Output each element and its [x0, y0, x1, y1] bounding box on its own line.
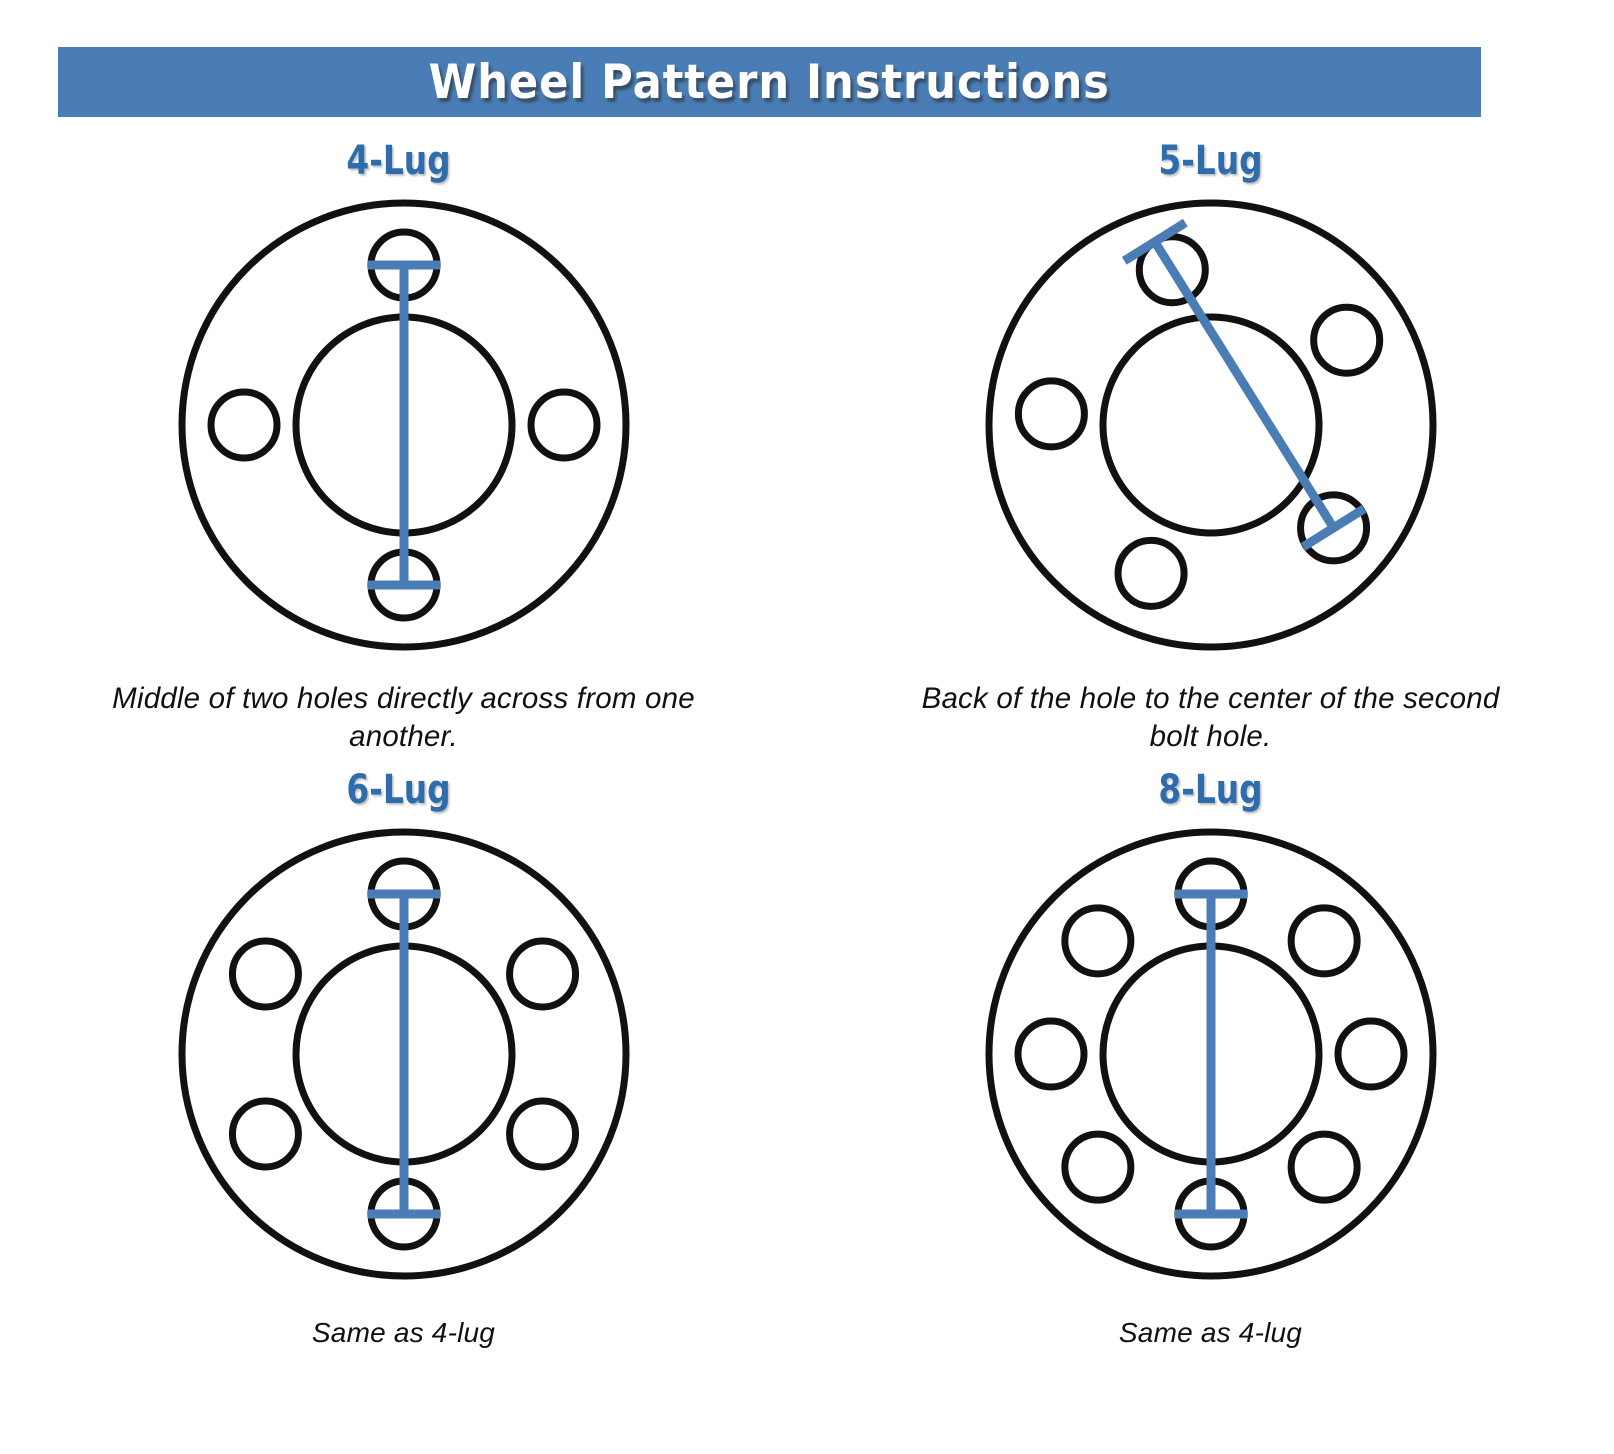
title-banner: Wheel Pattern Instructions	[58, 47, 1481, 117]
caption-eight-lug: Same as 4-lug	[1118, 1316, 1303, 1348]
caption-four-lug: Middle of two holes directly across from…	[112, 682, 695, 754]
wheel-panel-four-lug: 4-Lug Middle of two holes directly acros…	[0, 140, 807, 757]
bolt-hole	[1114, 536, 1188, 610]
bolt-hole	[1060, 1130, 1134, 1204]
measurement-line-five-lug	[1121, 218, 1366, 551]
bolt-hole	[1014, 1017, 1087, 1091]
wheel-panel-six-lug: 6-Lug Same as 4-lug	[0, 769, 807, 1351]
lug-label-six: 6-Lug	[346, 766, 451, 813]
wheel-outer-circle	[985, 199, 1436, 651]
wheel-diagram-six-lug	[163, 813, 645, 1295]
bolt-hole	[505, 1097, 579, 1171]
wheel-pattern-grid: 4-Lug Middle of two holes directly acros…	[0, 140, 1614, 1351]
lug-label-five: 5-Lug	[1158, 138, 1263, 184]
measure-cap-end	[1300, 504, 1366, 551]
wheel-eight-lug-svg	[985, 828, 1436, 1280]
lug-label-eight: 8-Lug	[1158, 766, 1263, 813]
wheel-panel-eight-lug: 8-Lug Same as 4-lug	[807, 769, 1614, 1351]
wheel-outer-circle	[985, 828, 1436, 1280]
wheel-panel-five-lug: 5-Lug Back of the hole to the center of …	[807, 140, 1614, 757]
bolt-hole	[1334, 1017, 1407, 1091]
caption-five-lug: Back of the hole to the center of the se…	[921, 682, 1500, 754]
measure-stem	[1150, 239, 1337, 531]
bolt-hole	[1014, 377, 1088, 451]
bolt-hole	[1287, 904, 1361, 978]
wheel-outer-circle	[178, 828, 629, 1280]
wheel-outer-circle	[178, 199, 629, 651]
bolt-hole	[505, 937, 579, 1011]
bolt-hole	[207, 388, 280, 462]
measurement-line-six-lug	[367, 889, 440, 1219]
wheel-diagram-five-lug	[970, 184, 1452, 666]
wheel-hub-circle	[1099, 313, 1322, 537]
bolt-hole	[228, 1097, 302, 1171]
wheel-five-lug-svg	[985, 199, 1436, 651]
bolt-hole	[228, 937, 302, 1011]
page-title: Wheel Pattern Instructions	[428, 54, 1111, 110]
bolt-hole	[1309, 303, 1383, 377]
measurement-line-four-lug	[367, 260, 440, 590]
bolt-hole	[1287, 1130, 1361, 1204]
wheel-diagram-eight-lug	[970, 813, 1452, 1295]
wheel-diagram-four-lug	[163, 184, 645, 666]
caption-six-lug: Same as 4-lug	[311, 1316, 496, 1348]
lug-label-four: 4-Lug	[346, 138, 451, 184]
wheel-six-lug-svg	[178, 828, 629, 1280]
measurement-line-eight-lug	[1174, 889, 1247, 1219]
bolt-hole	[527, 388, 600, 462]
wheel-four-lug-svg	[178, 199, 629, 651]
measure-cap-start	[1121, 218, 1188, 265]
bolt-hole	[1060, 904, 1134, 978]
